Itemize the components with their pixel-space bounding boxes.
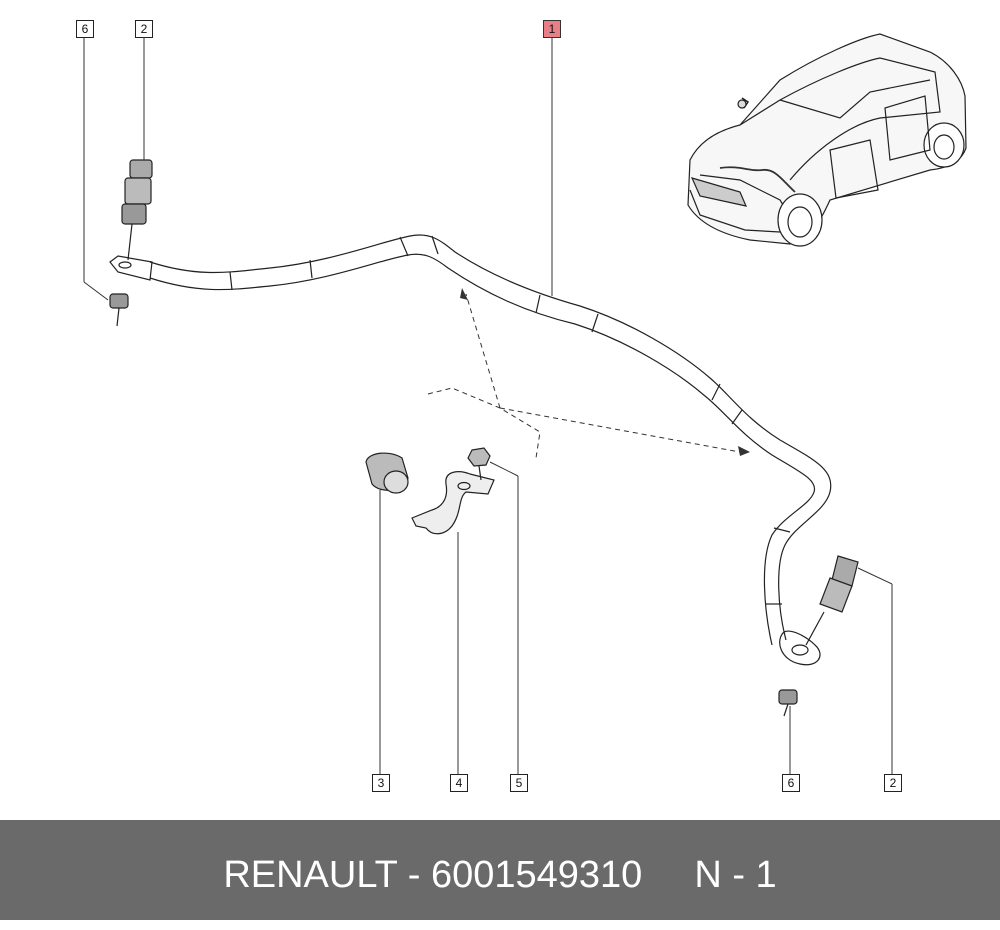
brand-name: RENAULT [223,854,398,896]
callout-4: 4 [450,774,468,792]
callout-1-highlighted: 1 [543,20,561,38]
bushing [365,452,409,494]
left-nut [109,293,129,327]
position-code: N - 1 [694,854,777,896]
right-nut [778,689,798,717]
callout-6-bottom: 6 [782,774,800,792]
callout-2-bottom: 2 [884,774,902,792]
footer-caption: RENAULT - 6001549310 N - 1 [0,820,1000,920]
arrow-right [738,446,750,456]
left-link-rod [121,159,153,261]
clamp-bracket [411,471,495,535]
stabilizer-bar [109,234,832,666]
assembly-lines [427,293,741,459]
leader-lines [83,38,893,774]
parts-diagram [83,33,967,774]
bracket-nut [467,447,491,481]
callout-5: 5 [510,774,528,792]
callout-3: 3 [372,774,390,792]
separator: - [397,854,431,896]
arrow-up [460,288,468,300]
right-link-rod [805,555,859,646]
car-illustration [687,33,967,247]
callout-6-top: 6 [76,20,94,38]
part-number: 6001549310 [430,854,643,896]
footer-bar: RENAULT - 6001549310 N - 1 [0,820,1000,920]
callout-2-top: 2 [135,20,153,38]
